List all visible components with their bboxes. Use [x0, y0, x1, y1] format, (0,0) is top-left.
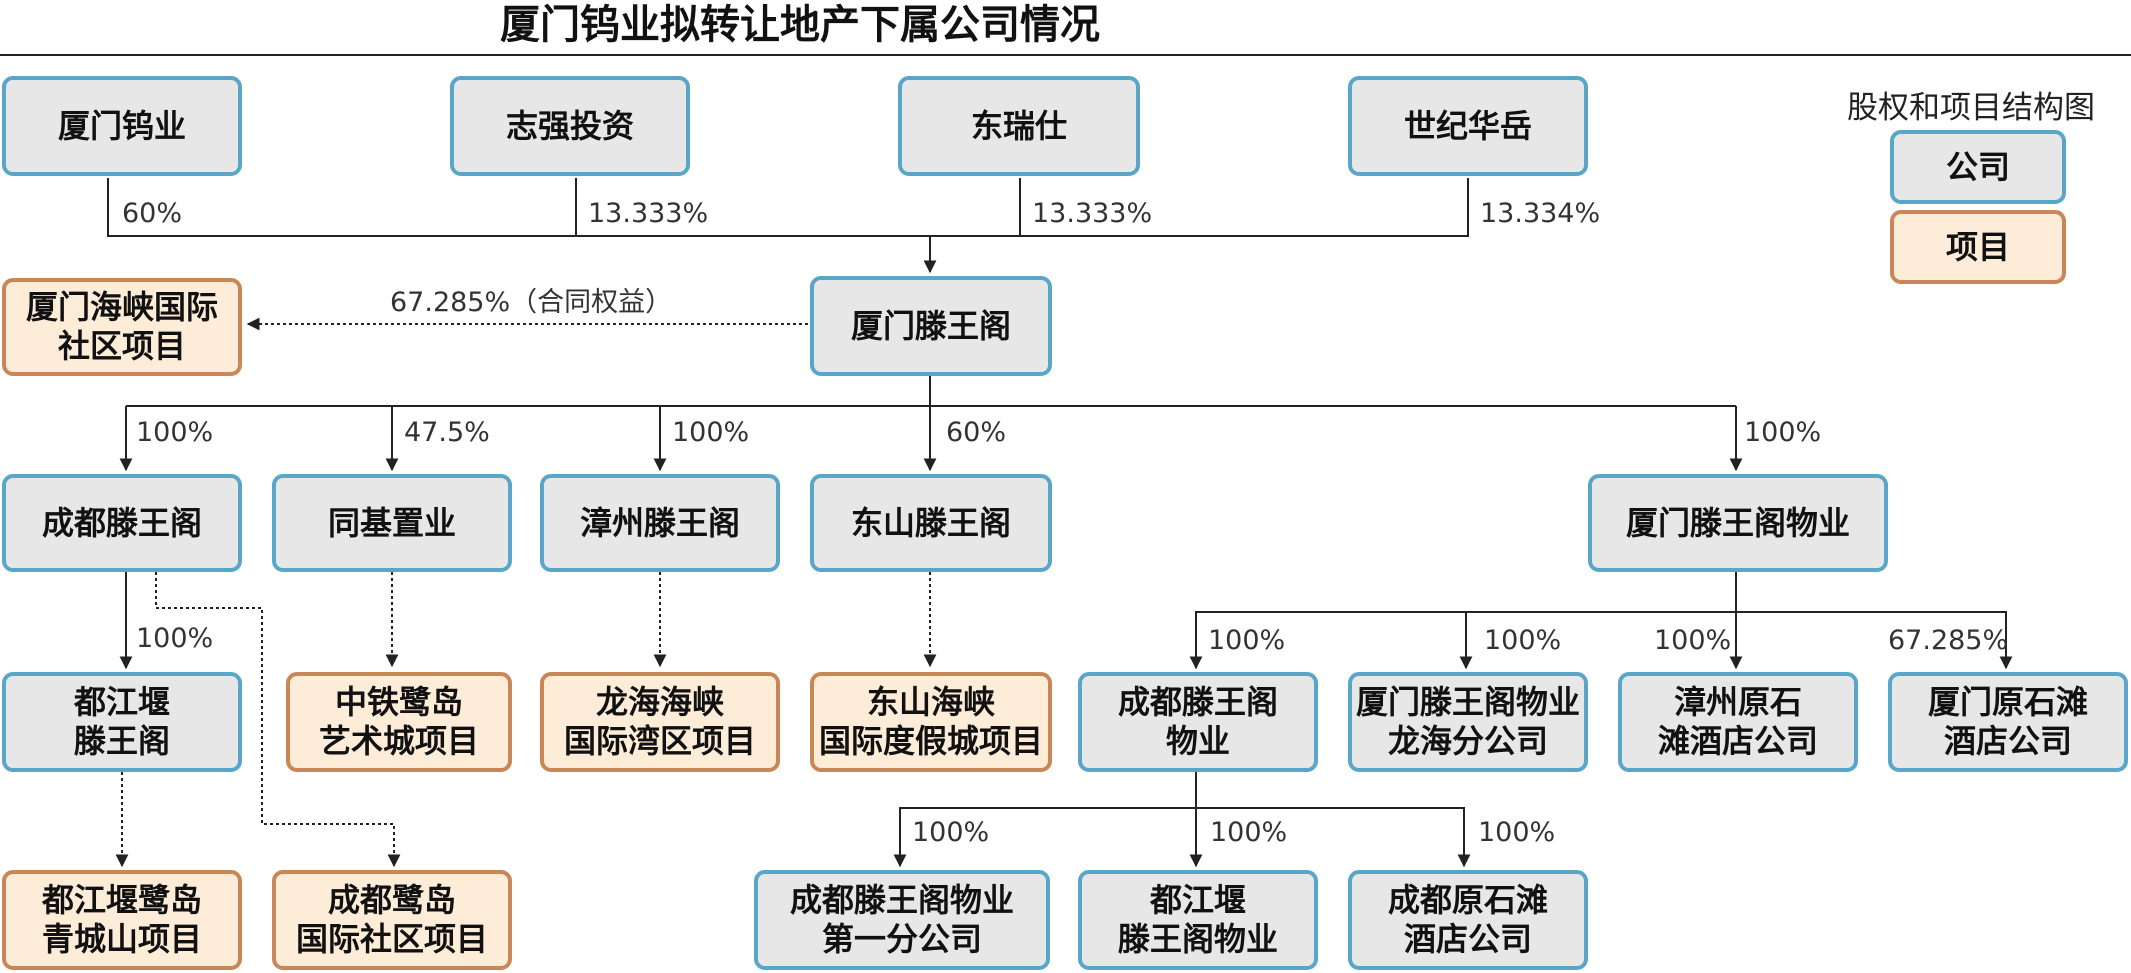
node-zhongtie-project: 中铁鹭岛 艺术城项目: [286, 672, 512, 772]
node-dongshan-twg: 东山滕王阁: [810, 474, 1052, 572]
node-dujiangyan-twg: 都江堰 滕王阁: [2, 672, 242, 772]
node-xiamen-twg: 厦门滕王阁: [810, 276, 1052, 376]
node-zhangzhou-hotel: 漳州原石 滩酒店公司: [1618, 672, 1858, 772]
pct-chengdu-twg-property: 100%: [1208, 625, 1286, 656]
pct-zhangzhou-twg: 100%: [672, 417, 750, 448]
node-xiamen-tungsten: 厦门钨业: [2, 76, 242, 176]
node-dujiangyan-property: 都江堰 滕王阁物业: [1078, 870, 1318, 970]
pct-dongruishi: 13.333%: [1032, 198, 1153, 229]
node-strait-intl-project: 厦门海峡国际 社区项目: [2, 278, 242, 376]
pct-chengdu-twg: 100%: [136, 417, 214, 448]
pct-dujiangyan-twg: 100%: [136, 623, 214, 654]
title-underline: [0, 54, 2131, 56]
node-chengdu-ludao-project: 成都鹭岛 国际社区项目: [272, 870, 512, 970]
pct-chengdu-property-branch1: 100%: [912, 817, 990, 848]
node-zhiqiang-investment: 志强投资: [450, 76, 690, 176]
node-xiamen-hotel: 厦门原石滩 酒店公司: [1888, 672, 2128, 772]
pct-zhangzhou-hotel: 100%: [1654, 625, 1732, 656]
node-chengdu-twg: 成都滕王阁: [2, 474, 242, 572]
node-tongji-property: 同基置业: [272, 474, 512, 572]
legend-title: 股权和项目结构图: [1847, 90, 2095, 126]
node-xiamen-twg-property: 厦门滕王阁物业: [1588, 474, 1888, 572]
node-dongshan-project: 东山海峡 国际度假城项目: [810, 672, 1052, 772]
pct-zhiqiang: 13.333%: [588, 198, 709, 229]
pct-dongshan-twg: 60%: [946, 417, 1007, 448]
pct-xiamen-tungsten: 60%: [122, 198, 183, 229]
pct-chengdu-hotel: 100%: [1478, 817, 1556, 848]
pct-contract-interest: 67.285%（合同权益）: [390, 287, 673, 318]
page-title: 厦门钨业拟转让地产下属公司情况: [500, 2, 1100, 48]
subsidiary-bus-line: [929, 374, 1736, 407]
node-chengdu-twg-property: 成都滕王阁 物业: [1078, 672, 1318, 772]
pct-xiamen-twg-property: 100%: [1744, 417, 1822, 448]
pct-longhai-branch: 100%: [1484, 625, 1562, 656]
node-longhai-project: 龙海海峡 国际湾区项目: [540, 672, 780, 772]
pct-shiji-huayue: 13.334%: [1480, 198, 1601, 229]
node-longhai-branch: 厦门滕王阁物业 龙海分公司: [1348, 672, 1588, 772]
legend-project: 项目: [1890, 210, 2066, 284]
node-chengdu-hotel: 成都原石滩 酒店公司: [1348, 870, 1588, 970]
pct-dujiangyan-property: 100%: [1210, 817, 1288, 848]
node-dujiangyan-project: 都江堰鹭岛 青城山项目: [2, 870, 242, 970]
shareholder-bus-line: [107, 178, 1469, 237]
legend-company: 公司: [1890, 130, 2066, 204]
node-chengdu-property-branch1: 成都滕王阁物业 第一分公司: [754, 870, 1050, 970]
node-dongruishi: 东瑞仕: [898, 76, 1140, 176]
pct-tongji: 47.5%: [404, 417, 490, 448]
node-shiji-huayue: 世纪华岳: [1348, 76, 1588, 176]
node-zhangzhou-twg: 漳州滕王阁: [540, 474, 780, 572]
pct-xiamen-hotel: 67.285%: [1888, 625, 2009, 656]
